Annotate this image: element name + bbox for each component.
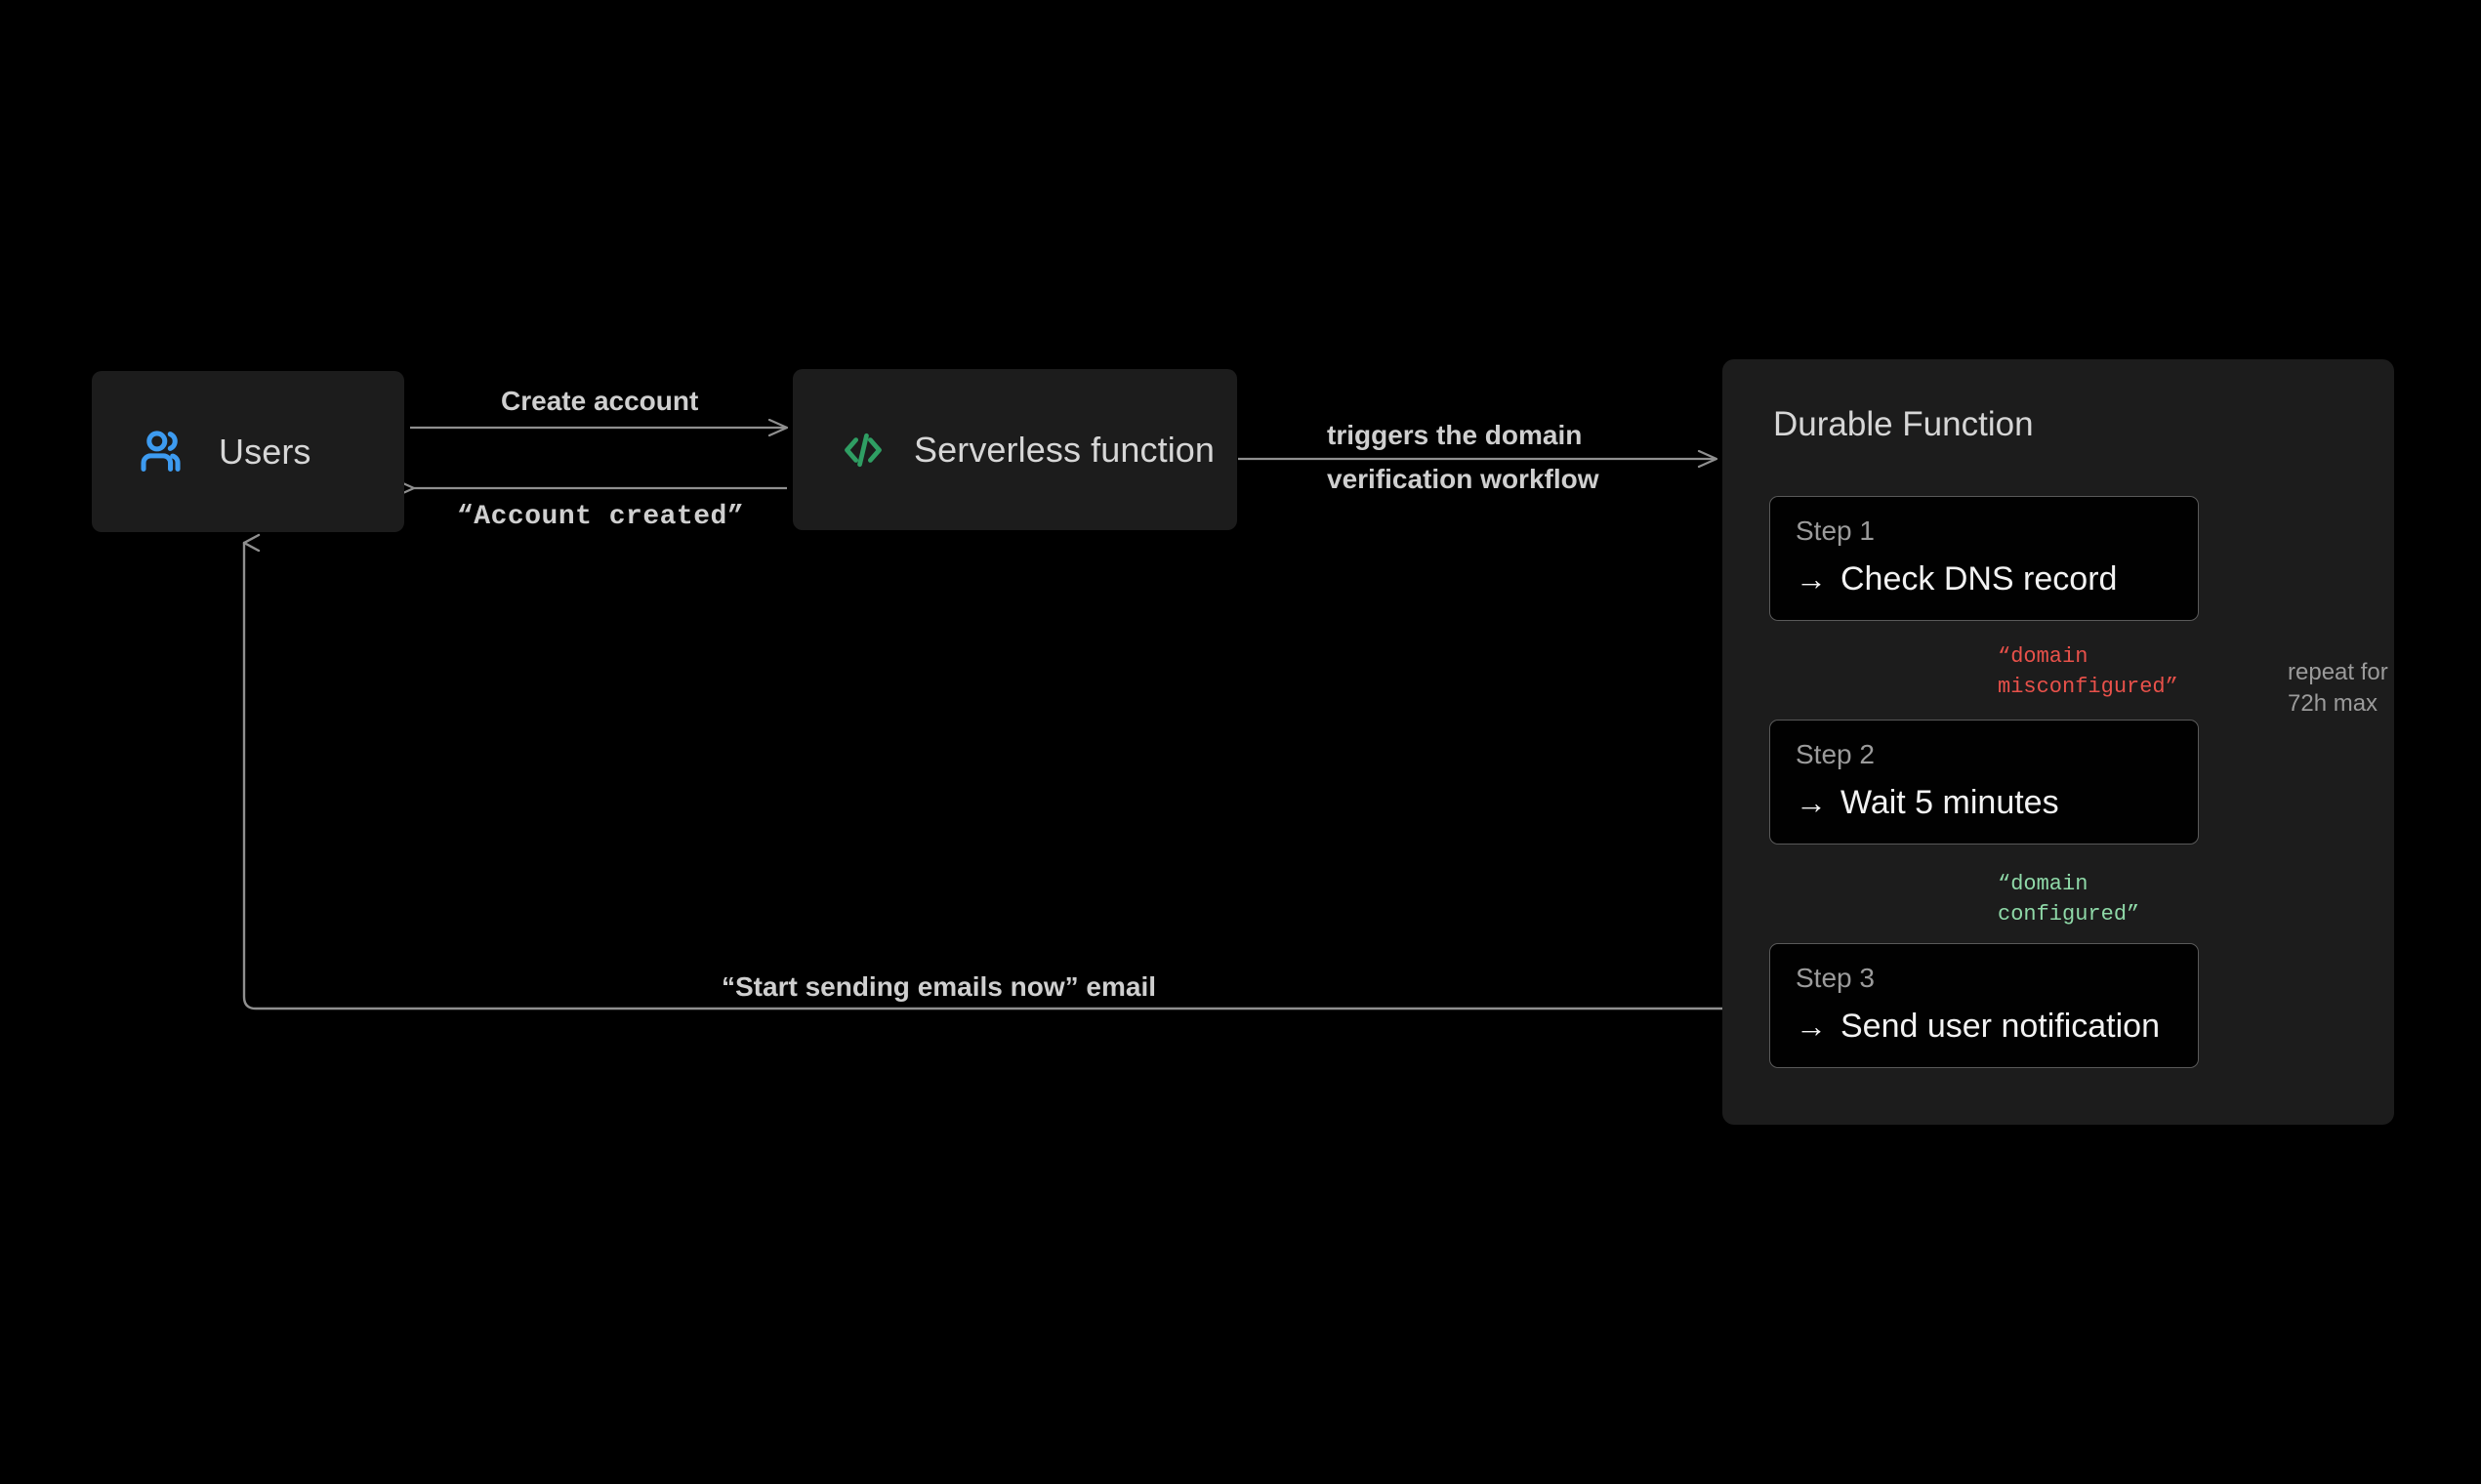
panel-title: Durable Function	[1773, 405, 2034, 443]
step-1-kicker: Step 1	[1796, 515, 1875, 546]
edge-start-sending-email	[242, 543, 1771, 1010]
code-brackets-icon	[838, 425, 889, 475]
label-repeat-note: repeat for 72h max	[2288, 659, 2388, 718]
step-2-kicker: Step 2	[1796, 739, 1875, 769]
step-1-title-row: → Check DNS record	[1796, 560, 2198, 598]
node-users-label: Users	[219, 431, 311, 472]
step-2-title-row: → Wait 5 minutes	[1796, 784, 2198, 822]
label-triggers-line2: verification workflow	[1327, 464, 1599, 494]
step-3-kicker: Step 3	[1796, 963, 1875, 993]
step-3-title-row: → Send user notification	[1796, 1008, 2198, 1046]
step-2-title: Wait 5 minutes	[1840, 783, 2059, 821]
node-users[interactable]: Users	[92, 371, 404, 532]
node-serverless-function[interactable]: Serverless function	[793, 369, 1237, 530]
label-domain-configured: “domain configured”	[1998, 872, 2140, 927]
node-serverless-label: Serverless function	[914, 429, 1216, 470]
label-create-account: Create account	[501, 386, 699, 416]
users-icon	[137, 424, 193, 480]
arrow-right-icon: →	[1796, 1009, 1827, 1045]
label-start-sending-email: “Start sending emails now” email	[722, 971, 1157, 1002]
step-card-2[interactable]: Step 2 → Wait 5 minutes	[1769, 720, 2199, 845]
label-domain-misconfigured: “domain misconfigured”	[1998, 644, 2178, 699]
arrow-right-icon: →	[1796, 561, 1827, 598]
step-card-3[interactable]: Step 3 → Send user notification	[1769, 943, 2199, 1068]
arrow-right-icon: →	[1796, 785, 1827, 821]
label-account-created: “Account created”	[457, 502, 745, 532]
label-triggers-line1: triggers the domain	[1327, 420, 1583, 450]
step-card-1[interactable]: Step 1 → Check DNS record	[1769, 496, 2199, 621]
step-1-title: Check DNS record	[1840, 559, 2118, 598]
step-3-title: Send user notification	[1840, 1007, 2160, 1045]
